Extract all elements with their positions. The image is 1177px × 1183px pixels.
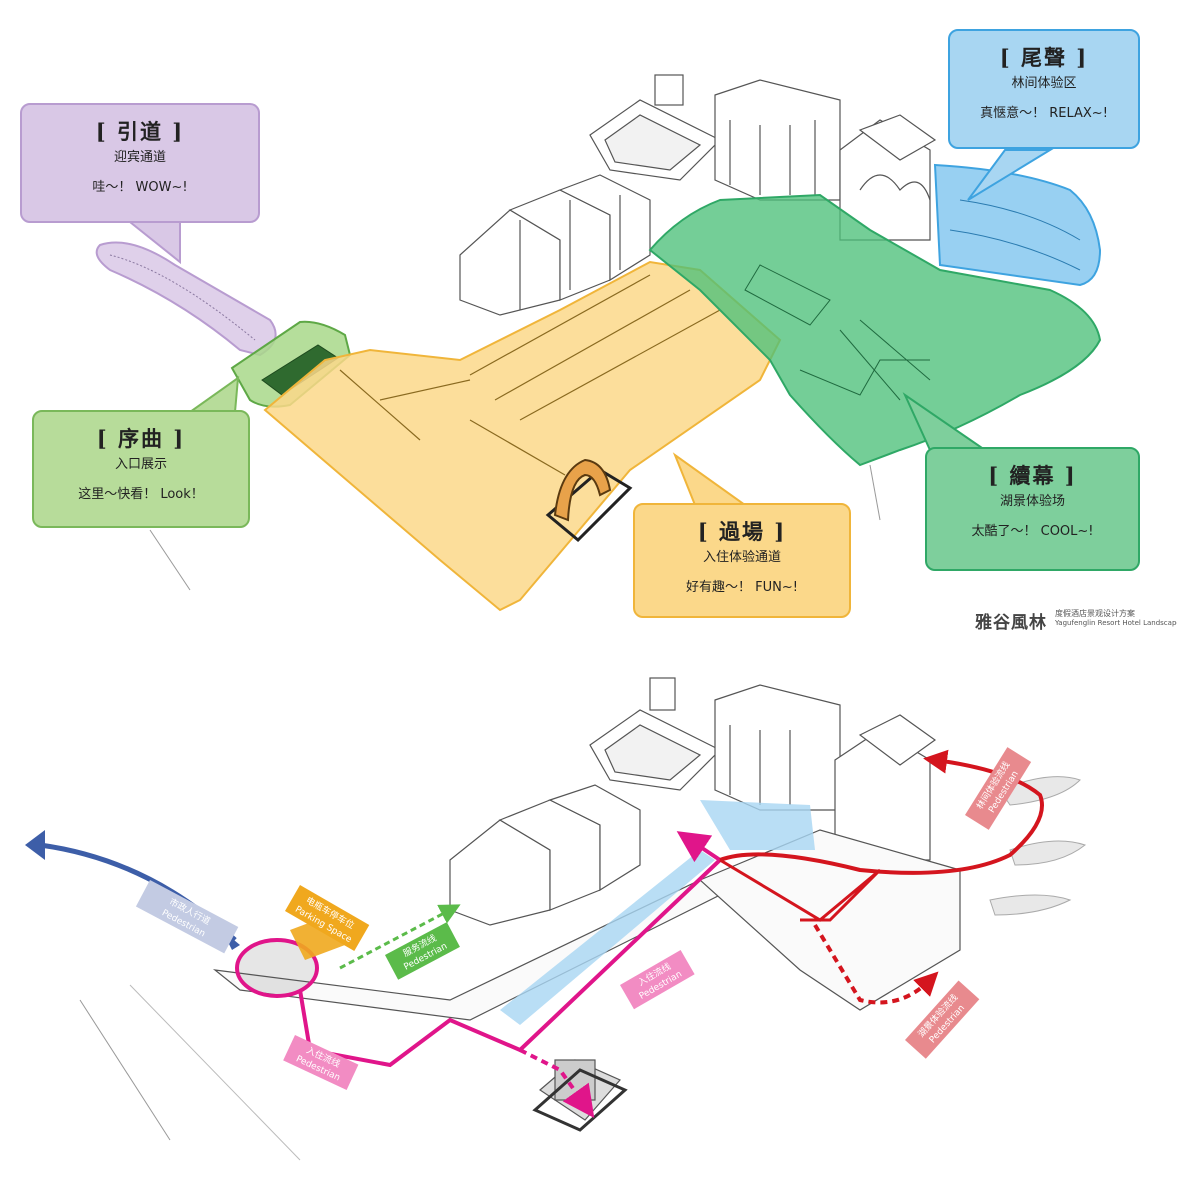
bubble-xumu: [ 續幕 ] 湖景体验场 太酷了～！ COOL~! <box>925 447 1140 571</box>
top-building-sketch <box>459 74 937 316</box>
route-tag-checkin-2: 入住流线 Pedestrian <box>620 950 695 1010</box>
zone-subtitle: 入住体验通道 <box>702 550 781 565</box>
guochang-tail <box>672 452 749 506</box>
route-tag-service: 服务流线 Pedestrian <box>385 922 460 980</box>
yellow-zone-linework <box>339 274 721 476</box>
entrance-highlight-circle <box>235 938 319 998</box>
brand-subtitle-cn: 度假酒店景观设计方案 <box>1055 609 1135 618</box>
brand-subtitle-en: Yagufenglin Resort Hotel Landscape <box>1055 619 1177 627</box>
zone-slogan: 哇～！ WOW~! <box>92 180 188 195</box>
zone-subtitle: 迎宾通道 <box>113 150 166 165</box>
bubble-yindao: [ 引道 ] 迎宾通道 哇～！ WOW~! <box>20 103 260 223</box>
zone-subtitle: 林间体验区 <box>1011 76 1077 91</box>
bubble-guochang: [ 過場 ] 入住体验通道 好有趣～！ FUN~! <box>633 503 851 618</box>
weisheng-tail <box>967 149 1054 201</box>
zone-subtitle: 湖景体验场 <box>999 494 1065 509</box>
route-service-green <box>339 904 461 970</box>
zone-slogan: 好有趣～！ FUN~! <box>686 580 798 595</box>
zone-title: [ 尾聲 ] <box>999 45 1089 70</box>
zone-slogan: 这里～快看！ Look！ <box>78 487 204 502</box>
zone-title: [ 引道 ] <box>95 119 185 144</box>
bubble-xuqu: [ 序曲 ] 入口展示 这里～快看！ Look！ <box>32 410 250 528</box>
zone-title: [ 續幕 ] <box>988 463 1077 488</box>
zone-weisheng-area <box>933 163 1102 287</box>
brand-name: 雅谷風林 <box>975 613 1047 633</box>
green-zone-linework <box>744 264 931 401</box>
route-forest-red <box>719 749 1044 875</box>
route-checkin-magenta-branch <box>519 1048 595 1119</box>
zone-xumu-area <box>648 193 1102 467</box>
zone-subtitle: 入口展示 <box>114 457 167 472</box>
zone-slogan: 真惬意～！ RELAX~! <box>980 106 1108 121</box>
water-pool <box>700 800 815 850</box>
route-forest-red-branch <box>719 858 882 922</box>
xuqu-tail <box>186 375 240 413</box>
route-tag-blue: 市政人行道 Pedestrian <box>135 880 239 954</box>
route-lake-red <box>813 923 939 1005</box>
gate-structure <box>545 458 633 543</box>
zone-slogan: 太酷了～！ COOL~! <box>971 524 1094 539</box>
zone-title: [ 過場 ] <box>697 519 787 544</box>
bubble-weisheng: [ 尾聲 ] 林间体验区 真惬意～！ RELAX~! <box>948 29 1140 149</box>
water-channel <box>500 850 715 1025</box>
route-tag-checkin-1: 入住流线 Pedestrian <box>283 1035 359 1090</box>
zone-title: [ 序曲 ] <box>96 426 186 451</box>
zone-yindao-area <box>95 241 277 357</box>
